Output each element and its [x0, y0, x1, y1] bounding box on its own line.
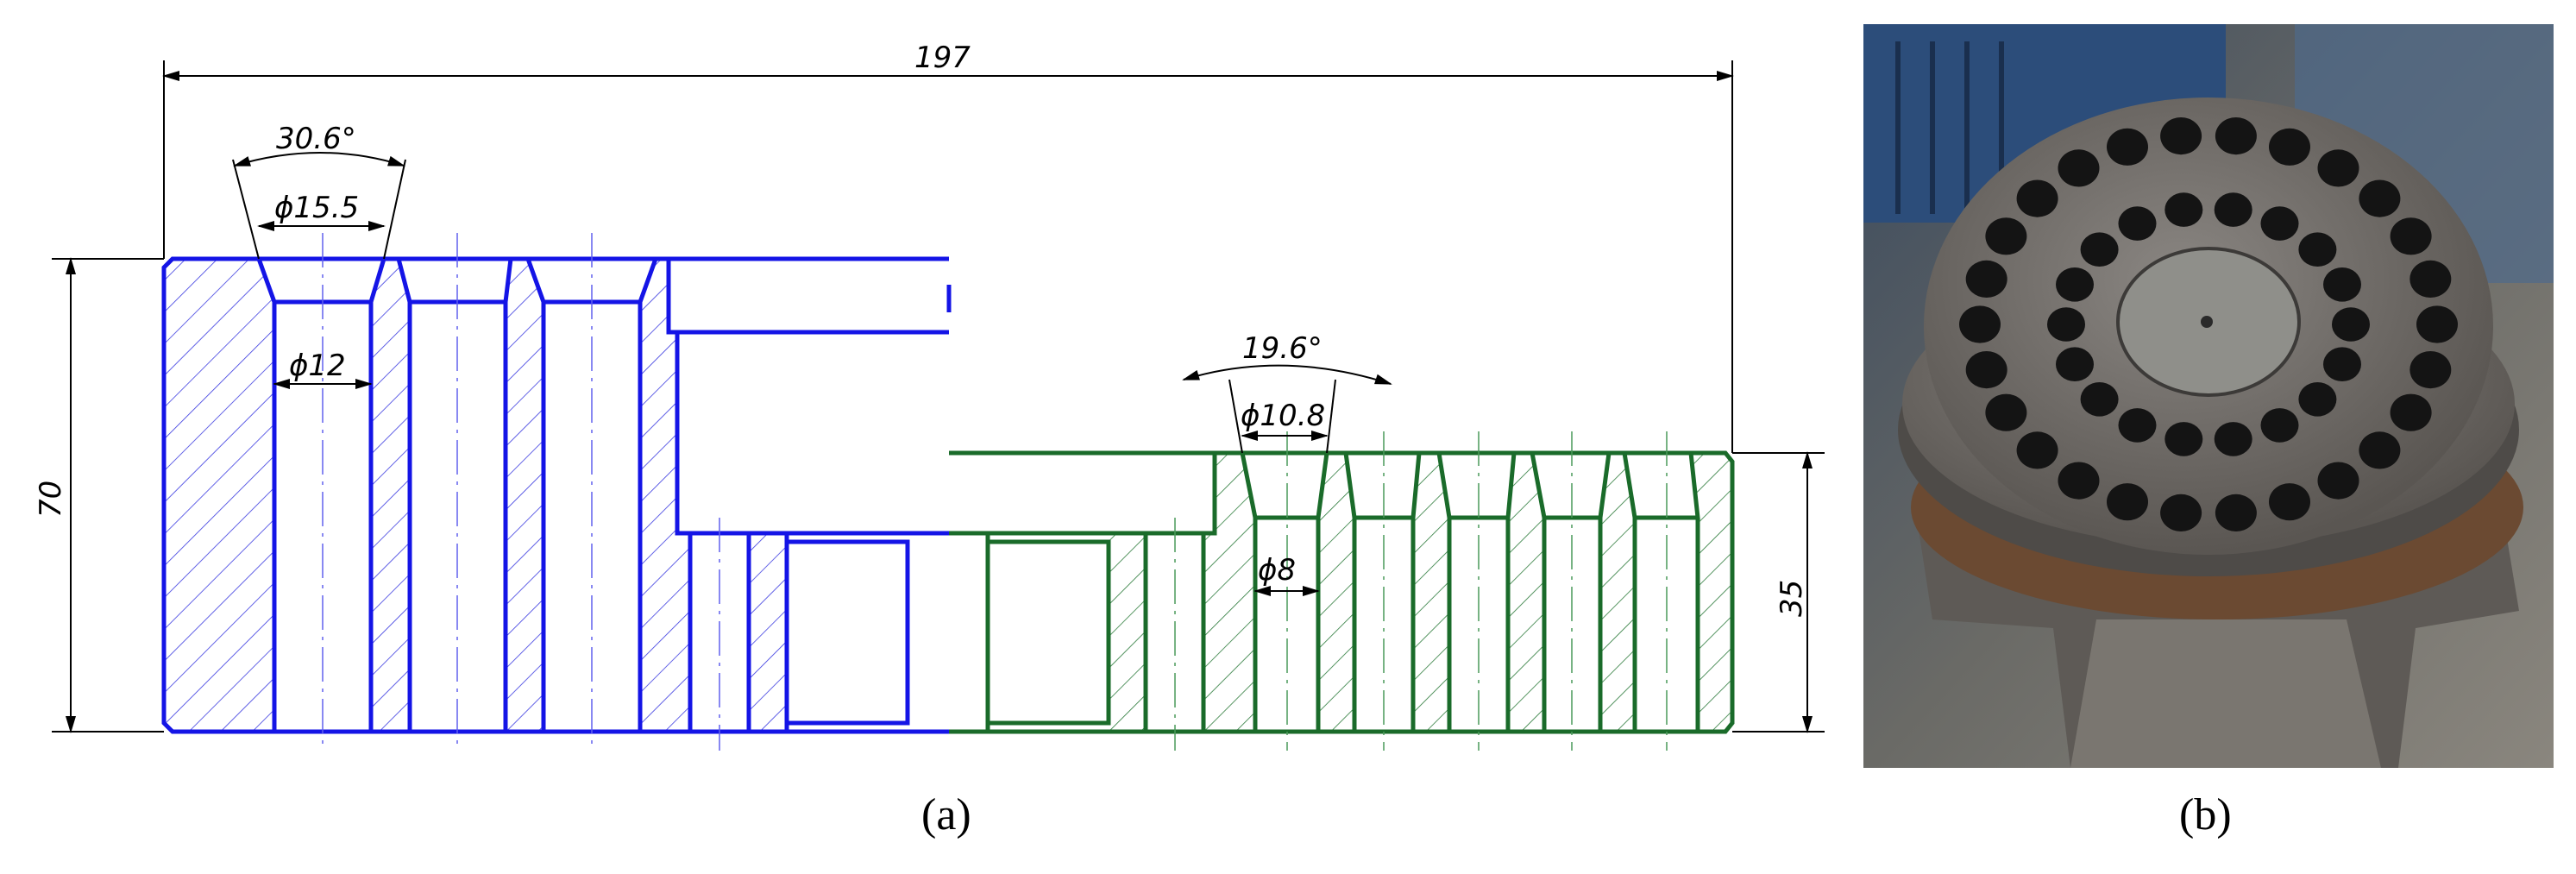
- die-hole: [2416, 305, 2458, 343]
- left-hatch-web-3: [640, 259, 690, 732]
- center-hub-dot: [2201, 316, 2213, 328]
- die-hole: [2332, 307, 2370, 342]
- die-hole: [2164, 192, 2203, 227]
- right-hatch-web-b: [1318, 453, 1354, 732]
- pellet-die-plate-photo: [1863, 24, 2554, 768]
- die-hole: [2390, 217, 2432, 255]
- right-hatch-web-e: [1600, 453, 1635, 732]
- die-hole: [2160, 117, 2202, 155]
- die-hole: [2410, 260, 2452, 298]
- right-hatch-outer: [1691, 453, 1732, 732]
- die-hole: [2215, 494, 2257, 532]
- die-hole: [2160, 494, 2202, 532]
- dim-dia-left-top: ϕ15.5: [274, 191, 359, 225]
- right-centerlines: [1174, 431, 1668, 751]
- right-die-section: [949, 450, 1735, 734]
- die-hole: [1959, 305, 2001, 343]
- right-hatch-web-a: [1203, 453, 1255, 732]
- die-hole: [2214, 192, 2252, 227]
- die-hole: [1965, 260, 2007, 298]
- feeder-chute: [2070, 619, 2381, 768]
- die-hole: [2080, 382, 2119, 417]
- dim-overall-length: 197: [914, 41, 971, 75]
- die-hole: [2359, 431, 2401, 469]
- die-hole: [2164, 422, 2203, 456]
- die-hole: [2298, 232, 2337, 267]
- left-hatch-outer: [164, 259, 274, 732]
- dim-dia-right-bore: ϕ8: [1258, 553, 1296, 588]
- die-hole: [2058, 462, 2100, 500]
- die-hole: [1965, 351, 2007, 389]
- dim-height-right: 35: [1775, 580, 1809, 617]
- left-die-section: [161, 256, 949, 734]
- die-hole: [2056, 267, 2094, 302]
- die-hole: [2214, 422, 2252, 456]
- die-hole: [2323, 347, 2361, 382]
- die-hole: [2118, 206, 2157, 241]
- right-hatch-web-c: [1413, 453, 1449, 732]
- die-hole: [2047, 307, 2085, 342]
- die-hole: [1985, 217, 2027, 255]
- left-hatch-small: [749, 533, 787, 732]
- dimension-lines: [52, 60, 1825, 733]
- caption-a: (a): [921, 790, 971, 839]
- die-hole: [1985, 393, 2027, 431]
- die-hole: [2080, 232, 2119, 267]
- die-hole: [2298, 382, 2337, 417]
- left-hatch-web-2: [506, 259, 543, 732]
- die-hole: [2056, 347, 2094, 382]
- dim-angle-right: 19.6°: [1242, 331, 1323, 366]
- die-hole: [2323, 267, 2361, 302]
- die-hole: [2260, 408, 2299, 443]
- die-hole: [2016, 431, 2058, 469]
- die-hole: [2107, 128, 2148, 166]
- die-hole: [2410, 351, 2452, 389]
- die-holes: [1959, 117, 2458, 532]
- die-hole: [2317, 462, 2359, 500]
- left-centerlines: [322, 233, 720, 751]
- dim-height-left: 70: [34, 481, 68, 518]
- right-hatch-web-0: [1109, 533, 1146, 732]
- die-hole: [2390, 393, 2432, 431]
- die-hole: [2107, 483, 2148, 521]
- die-hole: [2058, 149, 2100, 187]
- dim-dia-left-bore: ϕ12: [289, 349, 346, 383]
- dim-angle-left: 30.6°: [276, 122, 356, 156]
- die-hole: [2359, 179, 2401, 217]
- die-hole: [2269, 483, 2310, 521]
- die-hole: [2317, 149, 2359, 187]
- left-hatch-web-1: [371, 259, 410, 732]
- dim-dia-right-top: ϕ10.8: [1241, 399, 1325, 433]
- die-hole: [2118, 408, 2157, 443]
- die-hole: [2215, 117, 2257, 155]
- dimension-labels: 197 70 35 30.6° ϕ15.5 ϕ12 19.6° ϕ10.8 ϕ8: [34, 41, 1809, 617]
- die-hole: [2260, 206, 2299, 241]
- die-hole: [2269, 128, 2310, 166]
- caption-b: (b): [2179, 790, 2232, 839]
- die-hole: [2016, 179, 2058, 217]
- right-hatch-web-d: [1508, 453, 1544, 732]
